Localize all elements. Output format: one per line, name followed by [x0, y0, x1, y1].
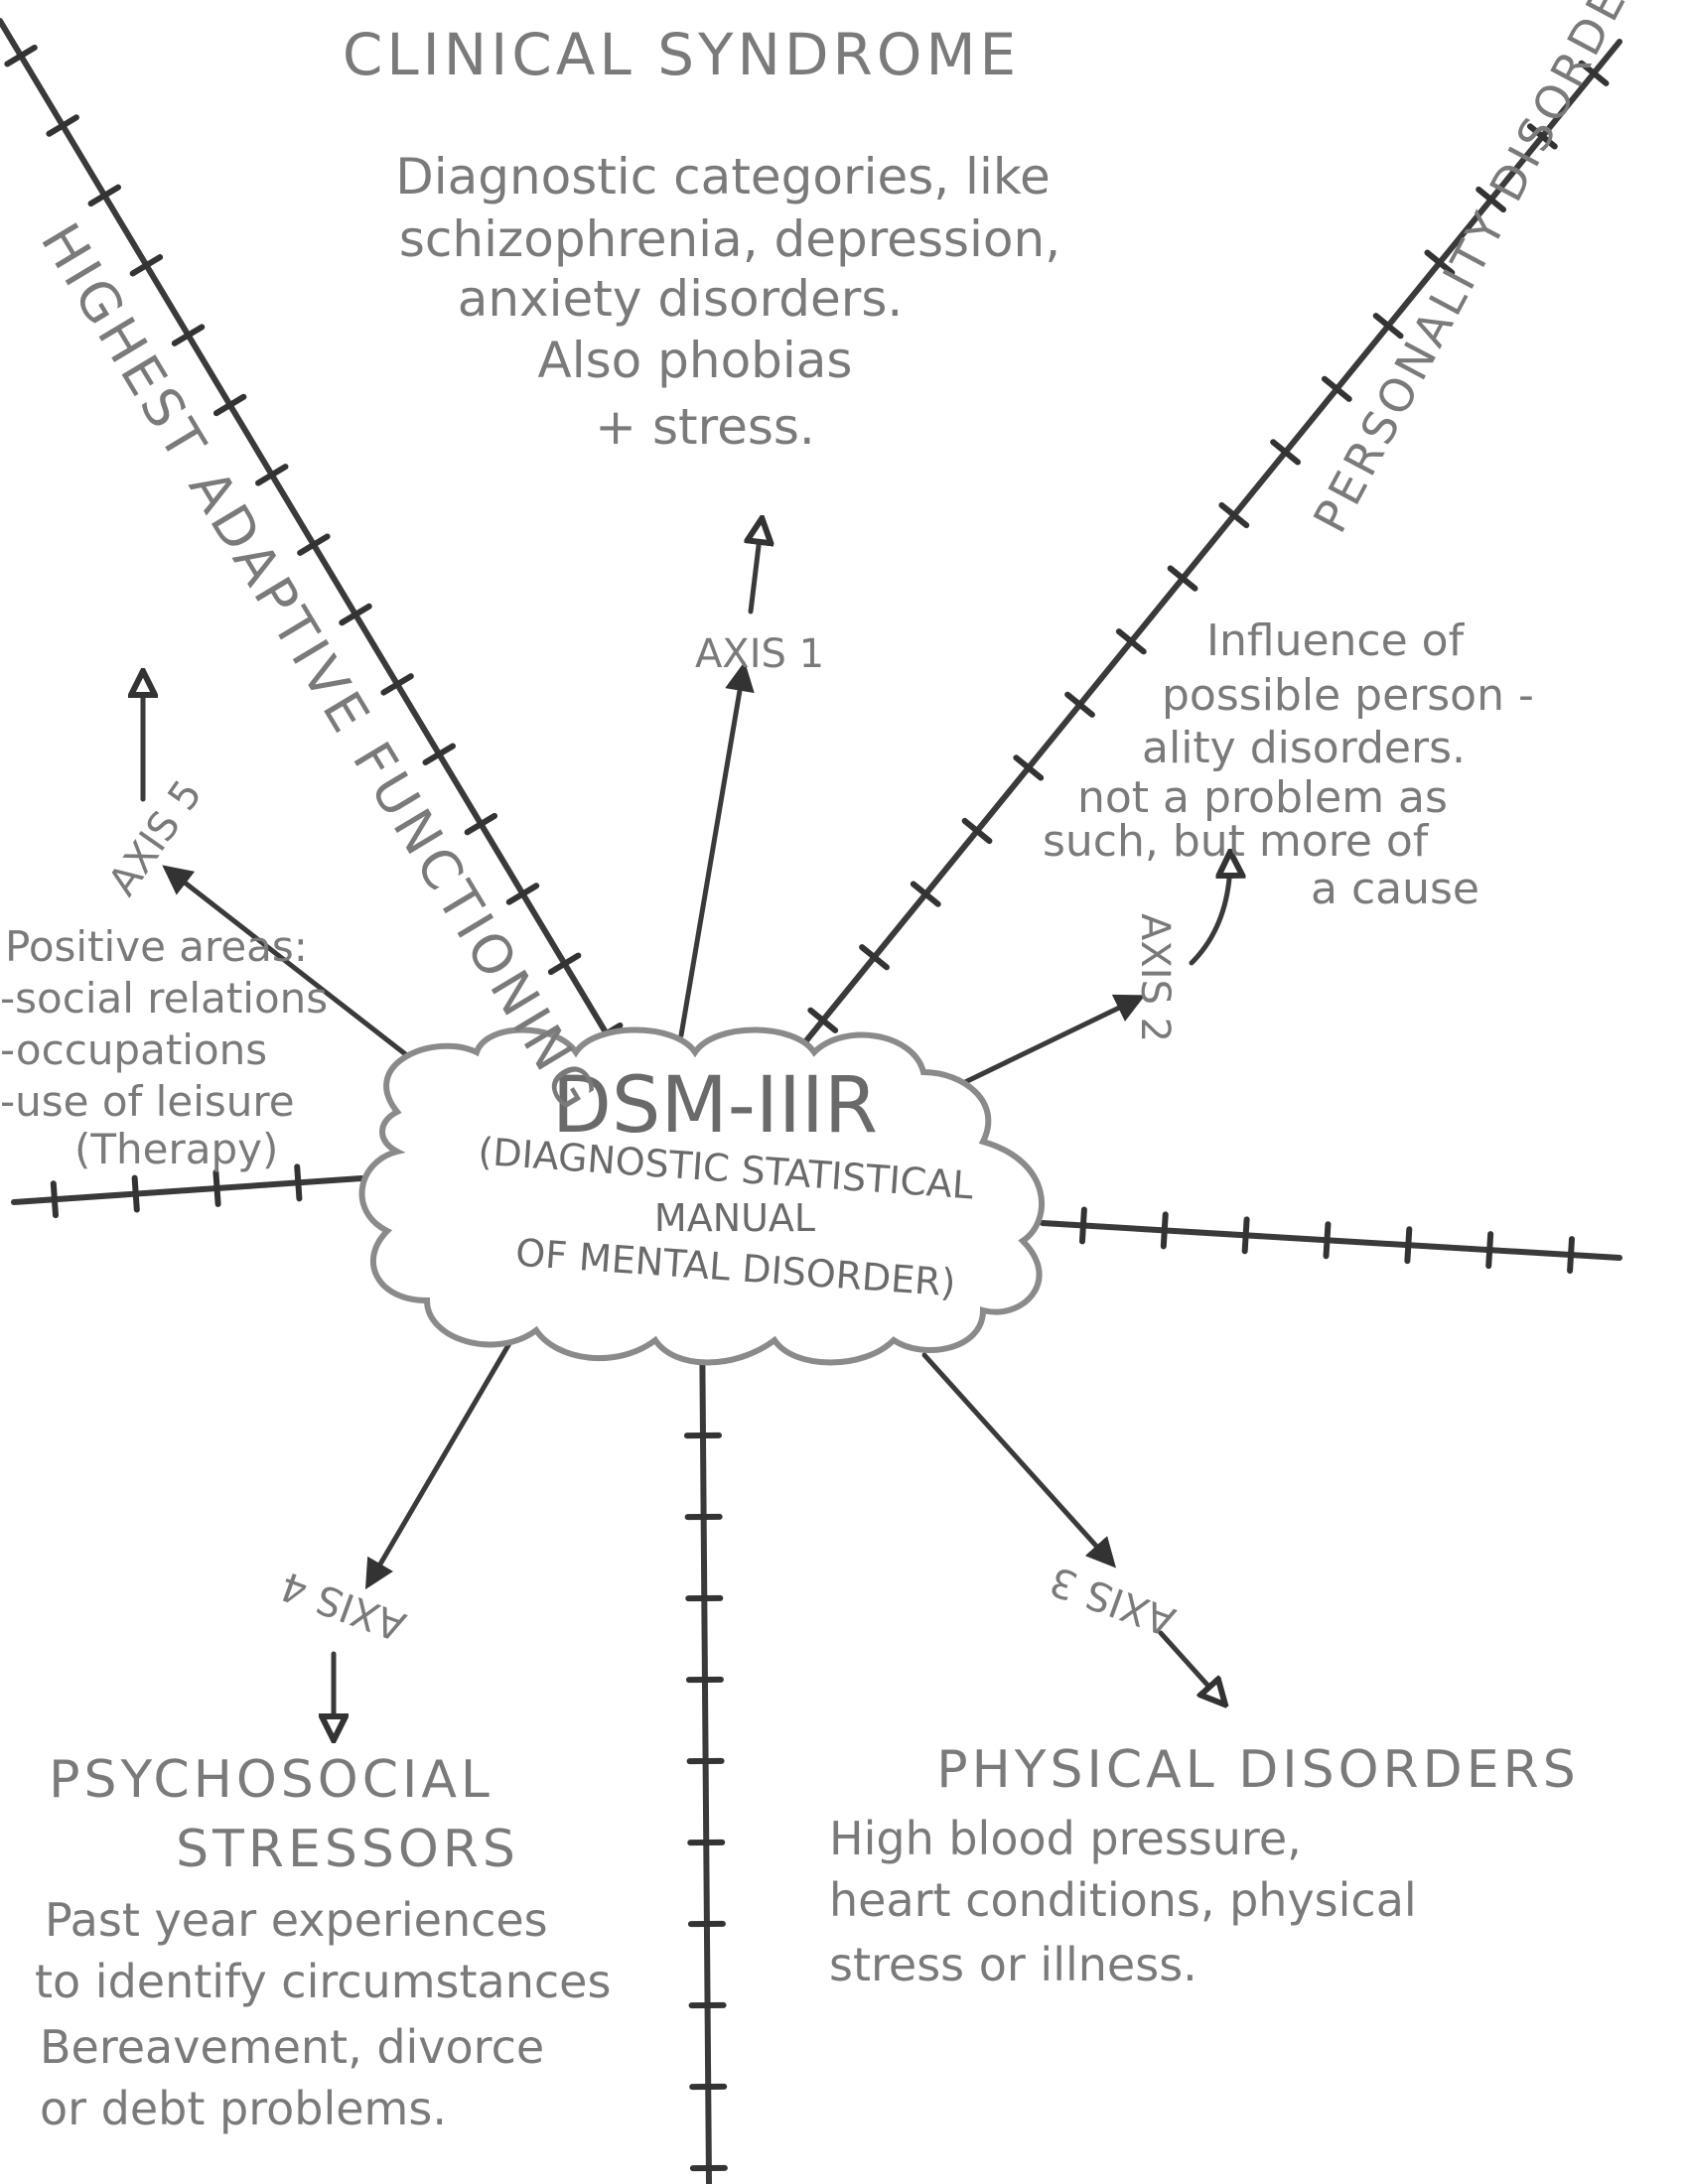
scale-tick: [1218, 501, 1250, 529]
scale-tick: [859, 944, 890, 971]
scale-line-bottom: [699, 1310, 712, 2184]
axis1-description-line: + stress.: [595, 398, 815, 456]
axis3-description-line: stress or illness.: [829, 1938, 1197, 1991]
scale-tick: [1372, 313, 1404, 340]
axis1-description-line: Diagnostic categories, like: [395, 148, 1051, 205]
scale-tick: [464, 812, 498, 836]
scale-tick: [129, 254, 164, 277]
scale-tick: [339, 603, 372, 626]
scale-line-upper-right: [796, 39, 1622, 1052]
scale-tick: [1160, 1211, 1169, 1250]
axis1-description-line: schizophrenia, depression,: [399, 210, 1060, 268]
axis2-heading: PERSONALITY DISORDERS: [1303, 0, 1670, 541]
scale-tick: [294, 1163, 303, 1202]
axis2-label: AXIS 2: [1132, 913, 1178, 1042]
scale-tick: [1476, 186, 1507, 213]
axis5-arrow: [162, 865, 420, 1066]
axis4-arrow: [364, 1297, 538, 1590]
axis4-label: AXIS 4: [275, 1562, 412, 1649]
axis5-label: AXIS 5: [100, 772, 211, 904]
axis4-heading-line: PSYCHOSOCIAL: [49, 1750, 493, 1810]
axis3-description: High blood pressure, heart conditions, p…: [829, 1812, 1417, 1991]
axis5-description: Positive areas: -social relations -occup…: [0, 922, 328, 1173]
axis5-description-line: -occupations: [0, 1025, 267, 1074]
axis4-description-line: Bereavement, divorce: [40, 2020, 544, 2074]
scale-line-right: [1040, 1220, 1622, 1261]
axis3-arrow: [921, 1352, 1117, 1569]
center-title: DSM-IIIR: [552, 1061, 878, 1151]
scale-tick: [131, 1174, 140, 1213]
axis4-description-line: or debt problems.: [40, 2082, 447, 2135]
axis3-label: AXIS 3: [1045, 1557, 1182, 1644]
axis4-description-line: to identify circumstances: [35, 1955, 611, 2008]
axis1-description: Diagnostic categories, like schizophreni…: [395, 148, 1060, 456]
scale-tick: [1424, 249, 1456, 276]
scale-tick: [380, 673, 414, 696]
scale-tick: [1485, 1231, 1494, 1270]
axis2-description-line: ality disorders.: [1142, 723, 1466, 773]
axis3-description-line: High blood pressure,: [829, 1812, 1302, 1865]
scale-tick: [255, 464, 289, 486]
scale-tick: [1241, 1216, 1250, 1255]
scale-tick: [50, 1180, 59, 1219]
axis2-description-line: possible person -: [1162, 670, 1534, 721]
scale-tick: [910, 881, 941, 907]
scale-tick: [171, 324, 206, 346]
axis3-heading-arrow: [1158, 1630, 1223, 1703]
scale-tick: [1013, 754, 1045, 781]
axis1-heading: CLINICAL SYNDROME: [343, 21, 1020, 88]
scale-tick: [46, 114, 79, 137]
axis5-description-line: (Therapy): [74, 1125, 278, 1173]
axis3-description-line: heart conditions, physical: [829, 1873, 1417, 1927]
axis3-heading: PHYSICAL DISORDERS: [936, 1740, 1579, 1800]
axis4-description: Past year experiences to identify circum…: [35, 1893, 611, 2135]
axis1-arrow: [678, 661, 755, 1038]
axis2-description-line: Influence of: [1206, 615, 1466, 666]
scale-lines: [0, 18, 1622, 2184]
scale-tick: [212, 393, 247, 417]
axis5-description-line: -social relations: [0, 974, 328, 1023]
axis1-heading-arrow: [751, 521, 762, 614]
axis1-label: AXIS 1: [695, 631, 824, 677]
scale-tick: [1567, 1236, 1575, 1275]
scale-ticks: [4, 44, 1610, 2172]
scale-tick: [505, 883, 540, 905]
axis1-description-line: Also phobias: [538, 332, 853, 389]
axis2-heading-arrow: [1189, 855, 1230, 966]
axis5-description-line: -use of leisure: [0, 1077, 295, 1126]
axis2-description-line: such, but more of: [1043, 816, 1430, 867]
scale-tick: [961, 817, 993, 845]
axis4-heading-line: STRESSORS: [176, 1820, 519, 1879]
scale-tick: [1526, 123, 1558, 150]
axis2-description-line: a cause: [1311, 864, 1479, 914]
scale-tick: [1323, 1221, 1332, 1260]
axis1-description-line: anxiety disorders.: [458, 270, 904, 328]
scale-tick: [1115, 628, 1147, 655]
scale-tick: [807, 1007, 839, 1033]
scale-tick: [1167, 565, 1198, 592]
scale-tick: [1404, 1226, 1413, 1265]
scale-tick: [4, 44, 38, 68]
scale-tick: [1064, 691, 1095, 718]
scale-tick: [547, 952, 582, 976]
scale-line-left: [11, 1175, 364, 1205]
center-cloud: DSM-IIIR (DIAGNOSTIC STATISTICAL MANUAL …: [358, 1026, 1046, 1366]
axis4-description-line: Past year experiences: [45, 1893, 548, 1947]
scale-tick: [297, 533, 331, 556]
scale-tick: [1270, 439, 1301, 466]
axis5-description-line: Positive areas:: [5, 922, 308, 971]
scale-tick: [1578, 60, 1610, 86]
scale-line-upper-left: [0, 18, 615, 1045]
axis2-description: Influence of possible person - ality dis…: [1043, 615, 1534, 914]
scale-tick: [1078, 1206, 1087, 1245]
center-subtitle-line: MANUAL: [654, 1196, 815, 1240]
scale-tick: [422, 743, 456, 765]
axis2-description-line: not a problem as: [1077, 772, 1448, 823]
scale-tick: [212, 1169, 221, 1207]
scale-tick: [1321, 375, 1352, 402]
scale-tick: [87, 184, 122, 207]
